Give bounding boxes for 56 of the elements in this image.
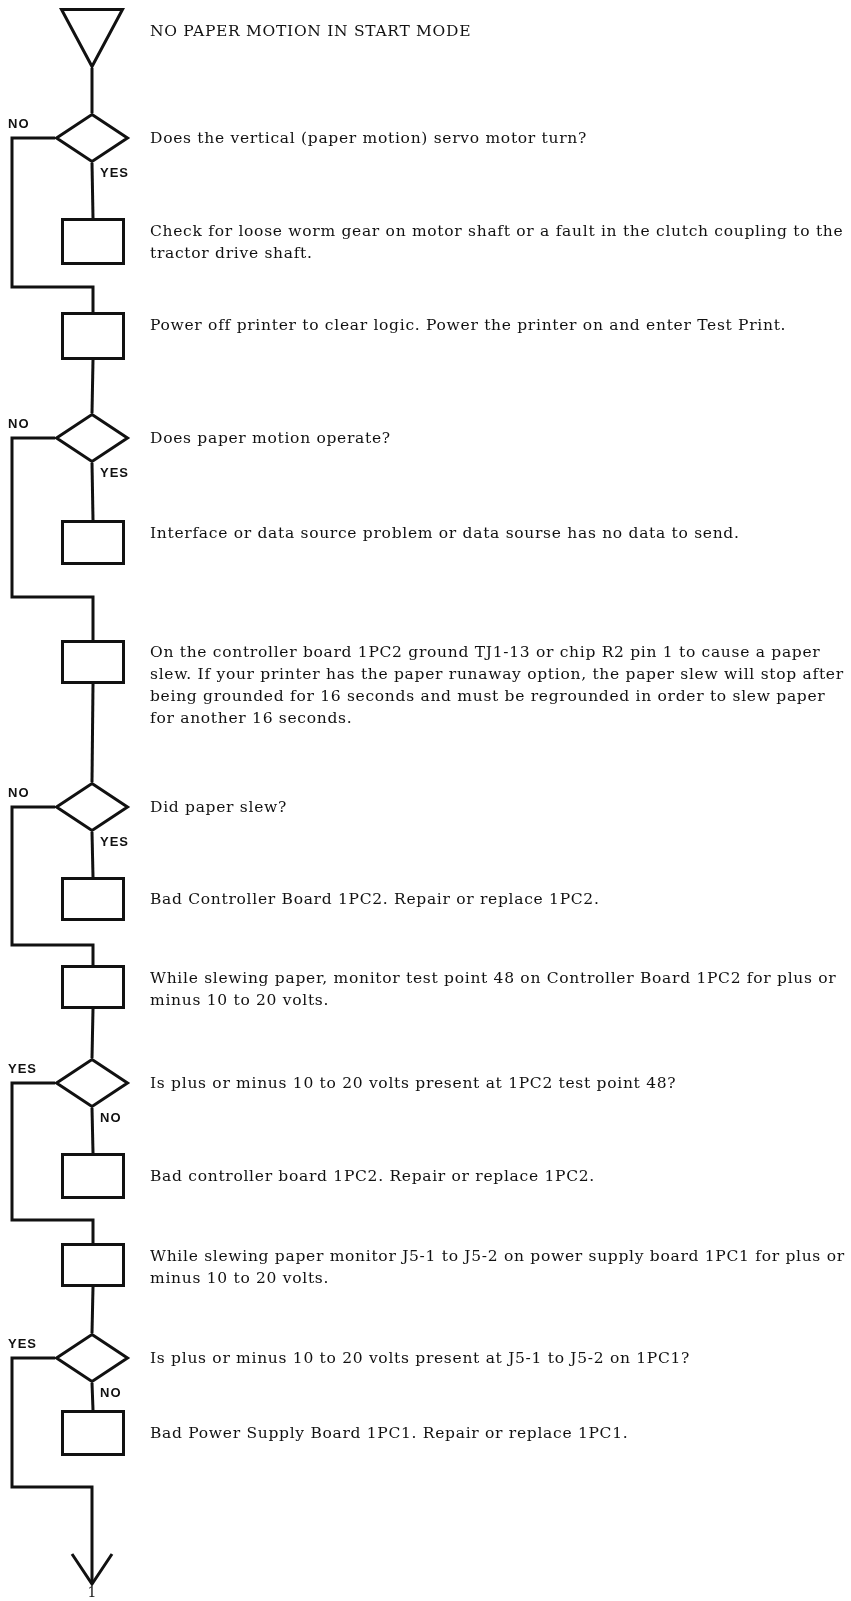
edge-label: YES (8, 1061, 37, 1076)
decision-diamond (55, 1058, 129, 1108)
step-description: While slewing paper, monitor test point 48 on Controller Board 1PC2 for plus or minus 10 to 20 volts. (150, 968, 838, 1011)
connector-line (90, 68, 94, 113)
process-box (61, 965, 125, 1009)
connector-line (90, 831, 95, 878)
connector-line (90, 1107, 95, 1154)
process-box (61, 520, 125, 565)
decision-diamond (55, 782, 129, 832)
edge-label: NO (100, 1385, 122, 1400)
decision-diamond (55, 413, 129, 463)
step-description: Did paper slew? (150, 797, 288, 818)
step-description: NO PAPER MOTION IN START MODE (150, 21, 473, 42)
connector-line (90, 684, 95, 782)
edge-label: NO (100, 1110, 122, 1125)
edge-label: NO (8, 416, 30, 431)
step-description: Does paper motion operate? (150, 428, 392, 449)
process-box (61, 640, 125, 684)
edge-label: NO (8, 785, 30, 800)
step-description: Does the vertical (paper motion) servo motor turn? (150, 128, 588, 149)
process-box (61, 877, 125, 921)
connector-line (10, 1081, 95, 1243)
process-box (61, 218, 125, 265)
step-description: Bad Controller Board 1PC2. Repair or replace 1PC2. (150, 889, 601, 910)
edge-label: YES (8, 1336, 37, 1351)
step-description: On the controller board 1PC2 ground TJ1-13 or chip R2 pin 1 to cause a paper slew. If your printer has the paper runaway option, the paper slew will stop after being grounded for 16 seconds and must be regrounded in order to slew paper for another 16 seconds. (150, 642, 845, 729)
connector-line (90, 359, 95, 414)
step-description: Bad Power Supply Board 1PC1. Repair or replace 1PC1. (150, 1423, 630, 1444)
connector-line (90, 1286, 95, 1334)
arrow (10, 1356, 114, 1586)
step-description: Check for loose worm gear on motor shaft or a fault in the clutch coupling to the tractor drive shaft. (150, 221, 845, 264)
decision-diamond (55, 113, 129, 163)
step-description: Power off printer to clear logic. Power the printer on and enter Test Print. (150, 315, 788, 336)
process-box (61, 1410, 125, 1456)
step-description: Bad controller board 1PC2. Repair or replace 1PC2. (150, 1166, 596, 1187)
connector-line (90, 162, 95, 219)
connector-line (10, 436, 95, 640)
connector-line (10, 805, 95, 965)
step-description: Is plus or minus 10 to 20 volts present at J5-1 to J5-2 on 1PC1? (150, 1348, 692, 1369)
step-description: Is plus or minus 10 to 20 volts present at 1PC2 test point 48? (150, 1073, 678, 1094)
process-box (61, 1153, 125, 1199)
start-triangle (60, 8, 124, 68)
connector-line (10, 136, 95, 312)
edge-label: YES (100, 465, 129, 480)
edge-label: NO (8, 116, 30, 131)
process-box (61, 1243, 125, 1287)
process-box (61, 312, 125, 360)
connector-number: 1 (84, 1584, 100, 1600)
connector-line (90, 462, 95, 521)
step-description: Interface or data source problem or data sourse has no data to send. (150, 523, 741, 544)
connector-line (90, 1382, 95, 1411)
step-description: While slewing paper monitor J5-1 to J5-2 on power supply board 1PC1 for plus or minus 10 to 20 volts. (150, 1246, 846, 1289)
edge-label: YES (100, 834, 129, 849)
connector-line (90, 1008, 95, 1059)
decision-diamond (55, 1333, 129, 1383)
edge-label: YES (100, 165, 129, 180)
